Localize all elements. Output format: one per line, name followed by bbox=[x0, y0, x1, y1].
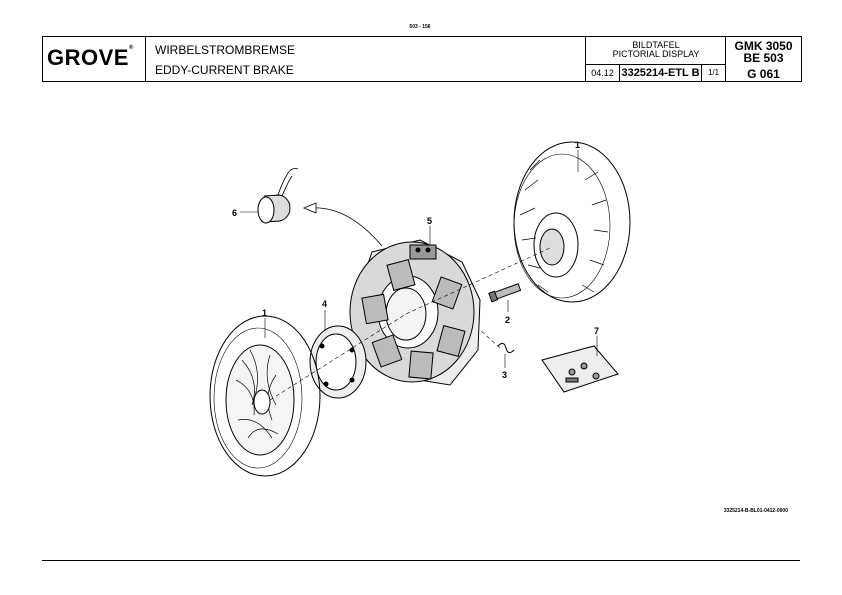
leader-lines bbox=[240, 150, 598, 368]
sheet-number: 1/1 bbox=[702, 65, 726, 81]
callout-1-top: 1 bbox=[575, 140, 580, 150]
group-code: BE 503 bbox=[743, 51, 784, 65]
bushing-part bbox=[257, 168, 299, 224]
date-cell: 04.12 bbox=[586, 65, 620, 81]
spring-clip-part bbox=[497, 342, 515, 354]
callout-3: 3 bbox=[502, 370, 507, 380]
page-code: G 061 bbox=[747, 67, 780, 81]
drawing-reference: 3325214-B-BL01-0412-0000 bbox=[723, 508, 788, 514]
callout-6: 6 bbox=[232, 208, 237, 218]
rotor-disc-left bbox=[209, 315, 321, 477]
callout-2: 2 bbox=[505, 315, 510, 325]
rotor-disc-right bbox=[513, 141, 631, 303]
page-number: 503 - 156 bbox=[409, 24, 431, 30]
part-name-english: EDDY-CURRENT BRAKE bbox=[155, 63, 294, 77]
grove-logo: GROVE® bbox=[47, 45, 134, 70]
assembly-lines bbox=[269, 246, 553, 401]
logo-cell: GROVE® bbox=[43, 37, 146, 81]
part-name-cell: WIRBELSTROMBREMSE EDDY-CURRENT BRAKE bbox=[146, 37, 586, 81]
callout-4: 4 bbox=[322, 299, 327, 309]
insertion-arrow bbox=[302, 202, 383, 247]
document-number: 3325214-ETL B bbox=[620, 65, 702, 81]
part-name-german: WIRBELSTROMBREMSE bbox=[155, 43, 296, 57]
bottom-rule bbox=[42, 560, 800, 561]
stator-housing bbox=[349, 239, 481, 386]
mounting-kit-part bbox=[541, 345, 619, 393]
callout-7: 7 bbox=[594, 326, 599, 336]
title-block: GROVE® WIRBELSTROMBREMSE EDDY-CURRENT BR… bbox=[42, 36, 802, 82]
pictorial-label-german: BILDTAFEL bbox=[632, 40, 680, 50]
ring-part bbox=[309, 325, 367, 399]
model-name: GMK 3050 bbox=[734, 39, 793, 53]
pictorial-cell: BILDTAFEL PICTORIAL DISPLAY bbox=[586, 37, 726, 65]
pictorial-label-english: PICTORIAL DISPLAY bbox=[612, 49, 700, 59]
callout-1-left: 1 bbox=[262, 308, 267, 318]
callout-5: 5 bbox=[427, 216, 432, 226]
bolt-part bbox=[488, 283, 522, 303]
model-cell: GMK 3050 BE 503 G 061 bbox=[726, 37, 801, 81]
